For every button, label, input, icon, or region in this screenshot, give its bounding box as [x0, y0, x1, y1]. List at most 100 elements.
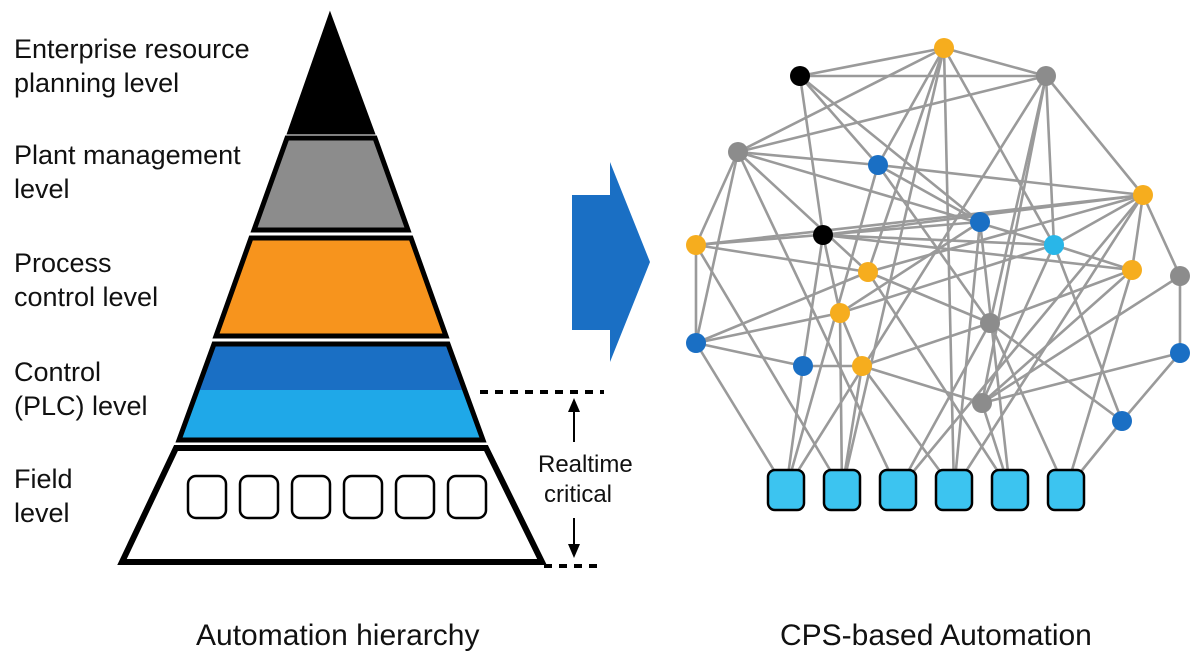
- network-edge: [876, 46, 946, 167]
- network-node-blue: [970, 212, 990, 232]
- network-node-blue: [868, 155, 888, 175]
- cps-field-device-box: [822, 468, 862, 512]
- network-edge: [736, 150, 880, 167]
- network-edge: [694, 243, 870, 274]
- network-edge: [980, 243, 1056, 405]
- network-edge: [942, 46, 1048, 78]
- network-node-black: [790, 66, 810, 86]
- pyramid-level-process: [212, 235, 450, 339]
- field-device-boxes: [186, 474, 488, 520]
- network-node-gray: [1036, 66, 1056, 86]
- network-edge: [866, 46, 946, 274]
- network-edge: [876, 163, 992, 325]
- network-edge: [876, 163, 982, 224]
- network-edge: [988, 321, 1124, 423]
- label-field-line1: Field: [14, 464, 73, 494]
- label-erp-line1: Enterprise resource: [14, 34, 250, 64]
- network-nodes: [686, 38, 1190, 431]
- caption-cps-based-automation: CPS-based Automation: [780, 619, 1092, 652]
- field-device-box: [446, 474, 488, 520]
- cps-field-device-box: [878, 468, 918, 512]
- network-edge: [866, 270, 992, 325]
- pyramid-level-control-outline: [175, 341, 487, 443]
- network-edge: [821, 233, 842, 315]
- network-edge: [694, 193, 1145, 247]
- cps-field-device-box: [1046, 468, 1086, 512]
- network-edge: [1064, 268, 1134, 492]
- cps-network: [686, 38, 1190, 512]
- pyramid-level-control-top: [197, 344, 465, 390]
- label-plant-line2: level: [14, 174, 70, 204]
- network-edge: [801, 233, 825, 368]
- network-edge: [838, 243, 1056, 315]
- cps-field-device-box: [766, 468, 806, 512]
- network-edge: [1044, 74, 1056, 247]
- network-edge: [1141, 193, 1182, 278]
- network-node-blue: [793, 356, 813, 376]
- network-edge: [876, 163, 1145, 197]
- network-node-black: [813, 225, 833, 245]
- network-edge: [736, 150, 870, 274]
- network-edge: [980, 268, 1134, 405]
- network-edge: [860, 364, 956, 492]
- caption-automation-hierarchy: Automation hierarchy: [196, 619, 479, 652]
- label-field-line2: level: [14, 498, 70, 528]
- network-edge: [694, 243, 844, 492]
- label-control-line1: Control: [14, 357, 101, 387]
- network-edge: [980, 351, 1182, 405]
- cps-field-devices: [766, 468, 1086, 512]
- network-edge: [1130, 193, 1145, 272]
- pyramid-level-erp: [286, 10, 376, 135]
- network-node-gray: [728, 142, 748, 162]
- network-edge: [1052, 243, 1134, 272]
- network-edge: [838, 311, 844, 492]
- label-process-line1: Process: [14, 248, 112, 278]
- field-device-box: [342, 474, 384, 520]
- label-erp-line2: planning level: [14, 68, 179, 98]
- network-edge: [860, 321, 992, 368]
- network-edge: [988, 268, 1134, 325]
- label-plant-line1: Plant management: [14, 140, 241, 170]
- realtime-up-arrowhead: [568, 398, 580, 412]
- network-edge: [896, 193, 1145, 492]
- network-edge: [798, 74, 825, 237]
- network-edge: [980, 74, 1048, 405]
- network-node-gray: [980, 313, 1000, 333]
- network-node-orange: [1122, 260, 1142, 280]
- realtime-label-line1: Realtime: [538, 451, 633, 478]
- network-node-orange: [934, 38, 954, 58]
- network-node-blue: [686, 333, 706, 353]
- network-node-orange: [686, 235, 706, 255]
- network-edge: [988, 321, 1068, 492]
- network-node-orange: [852, 356, 872, 376]
- network-edge: [866, 193, 1145, 274]
- field-device-box: [186, 474, 228, 520]
- network-edge: [798, 46, 946, 78]
- field-device-box: [290, 474, 332, 520]
- network-edges: [694, 46, 1182, 492]
- network-node-orange: [830, 303, 850, 323]
- network-edge: [860, 364, 984, 405]
- network-edge: [942, 46, 1056, 247]
- network-node-blue: [1170, 343, 1190, 363]
- network-edge: [866, 270, 1012, 492]
- network-edge: [736, 150, 900, 492]
- label-process-line2: control level: [14, 282, 158, 312]
- network-edge: [736, 74, 1048, 154]
- network-edge: [980, 274, 1182, 405]
- network-node-gray: [972, 393, 992, 413]
- network-edge: [694, 220, 982, 247]
- cps-field-device-box: [934, 468, 974, 512]
- network-edge: [838, 220, 982, 315]
- network-node-light-blue: [1044, 235, 1064, 255]
- network-edge: [896, 321, 992, 492]
- network-edge: [1052, 243, 1124, 423]
- automation-pyramid: Enterprise resource planning level Plant…: [14, 10, 633, 568]
- network-edge: [694, 270, 870, 345]
- field-device-box: [394, 474, 436, 520]
- network-edge: [694, 311, 842, 345]
- network-edge: [736, 46, 946, 154]
- network-node-orange: [1133, 185, 1153, 205]
- network-node-blue: [1112, 411, 1132, 431]
